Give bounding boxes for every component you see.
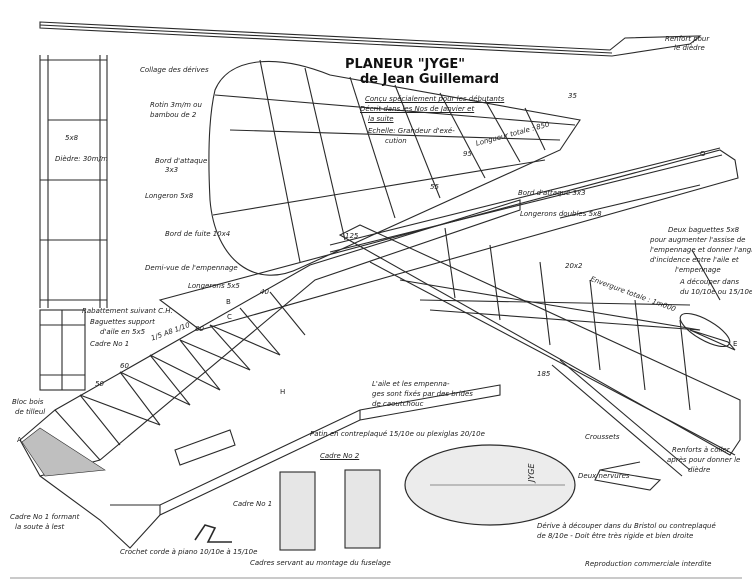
label-bloc-bois-2: de tilleul [15, 408, 46, 416]
label-decouper-2: du 10/10e ou 15/10e [680, 288, 752, 296]
label-rotin: Rotin 3m/m ou [150, 101, 202, 109]
ref-letter-h: H [280, 388, 286, 396]
ref-letter-b: B [226, 298, 231, 306]
subtitle-line-3: la suite [368, 115, 394, 123]
cadre-frames [279, 469, 381, 551]
dim-55: 55 [430, 183, 439, 191]
dim-185: 185 [537, 370, 551, 378]
label-bord-attaque-left-2: 3x3 [165, 166, 179, 174]
scale-line-1: Echelle: Grandeur d'exé- [368, 127, 455, 135]
label-derive-1: Dérive à découper dans du Bristol ou con… [537, 522, 716, 530]
label-baguettes-support-1: Baguettes support [90, 318, 155, 326]
label-demi-vue: Demi-vue de l'empennage [145, 264, 238, 272]
label-cadre-1: Cadre No 1 [90, 340, 130, 348]
label-rabattement: Rabattement suivant C.H. [82, 307, 173, 315]
label-decouper-1: A découper dans [680, 278, 740, 286]
label-cadre-formant-2: la soute à lest [15, 523, 65, 531]
label-aile-empennage-1: L'aile et les empenna- [372, 380, 450, 388]
renforts [594, 469, 662, 491]
wing-spar-long [329, 147, 721, 246]
label-crousset: Croussets [585, 433, 620, 441]
label-baguettes-support-2: d'aile en 5x5 [100, 328, 146, 336]
label-baguettes-3: l'empennage et donner l'angle [650, 246, 752, 254]
dim-80: 80 [195, 325, 204, 333]
fuselage-bottom [39, 384, 501, 549]
rabattement-frame [39, 309, 86, 391]
label-rotin-2: bambou de 2 [150, 111, 197, 119]
label-bord-fuite: Bord de fuite 10x4 [165, 230, 231, 238]
subtitle-line-2: Décrit dans les Nos de Janvier et [360, 105, 475, 113]
label-patin: Patin en contreplaqué 15/10e ou plexigla… [310, 430, 485, 438]
label-longerons-doubles: Longerons doubles 5x8 [520, 210, 602, 218]
label-renfort-2: le dièdre [674, 44, 705, 52]
label-diedre: Dièdre: 30m/m [55, 155, 108, 163]
ref-letter-c: C [227, 313, 232, 321]
plan-title: PLANEUR "JYGE" [345, 57, 466, 72]
label-bord-attaque-left: Bord d'attaque [155, 157, 208, 165]
top-fuselage-strip [39, 21, 702, 57]
dim-20x2: 20x2 [565, 262, 583, 270]
label-reproduction: Reproduction commerciale interdite [585, 560, 712, 568]
half-tail-view [39, 55, 108, 308]
ref-letter-a: A [17, 436, 22, 444]
dim-50: 50 [95, 380, 104, 388]
label-cadre-2: Cadre No 2 [320, 452, 360, 460]
main-wing-outline [158, 149, 741, 456]
nose-hatching [21, 427, 106, 477]
dim-95: 95 [463, 150, 472, 158]
label-renfort: Renfort pour [665, 35, 710, 43]
label-renforts-1: Renforts à coller [672, 446, 730, 454]
dim-40: 40 [260, 288, 269, 296]
label-5x8: 5x8 [65, 134, 79, 142]
label-bloc-bois-1: Bloc bois [12, 398, 44, 406]
label-crochet: Crochet corde à piano 10/10e à 15/10e [120, 548, 258, 556]
label-aile-empennage-2: ges sont fixés par des brides [372, 390, 473, 398]
label-cadres-servant: Cadres servant au montage du fuselage [250, 559, 391, 567]
label-longerons-fuselage: Longerons 5x5 [188, 282, 240, 290]
ref-letter-e: E [733, 340, 738, 348]
label-bord-attaque-right: Bord d'attaque 3x3 [518, 189, 586, 197]
label-cadre-formant-1: Cadre No 1 formant [10, 513, 80, 521]
scale-line-2: cution [385, 137, 407, 145]
label-baguettes-1: Deux baguettes 5x8 [668, 226, 740, 234]
tailplane-outline [208, 59, 581, 276]
label-deux-nervures: Deux nervures [578, 472, 630, 480]
label-aile-empennage-3: de caoutchouc [372, 400, 424, 408]
label-longeron-left: Longeron 5x8 [145, 192, 194, 200]
crochet-hook [194, 524, 232, 543]
dim-35: 35 [568, 92, 577, 100]
ref-letter-o: O [700, 150, 706, 158]
dim-60: 60 [120, 362, 129, 370]
label-collage: Collage des dérives [140, 66, 209, 74]
label-renforts-2: après pour donner le [667, 456, 741, 464]
label-derive-2: de 8/10e - Doit être très rigide et bien… [537, 532, 694, 540]
dim-125: 125 [345, 232, 359, 240]
label-renforts-3: dièdre [688, 466, 711, 474]
label-cadre-1-b: Cadre No 1 [233, 500, 273, 508]
label-baguettes-4: d'incidence entre l'aile et [650, 256, 739, 264]
subtitle-line-1: Conçu spécialement pour les débutants [365, 95, 505, 103]
label-baguettes-2: pour augmenter l'assise de [650, 236, 746, 244]
plan-designer: de Jean Guillemard [360, 72, 500, 87]
derive-mark: JYGE [527, 463, 536, 483]
label-baguettes-5: l'empennage [675, 266, 721, 274]
